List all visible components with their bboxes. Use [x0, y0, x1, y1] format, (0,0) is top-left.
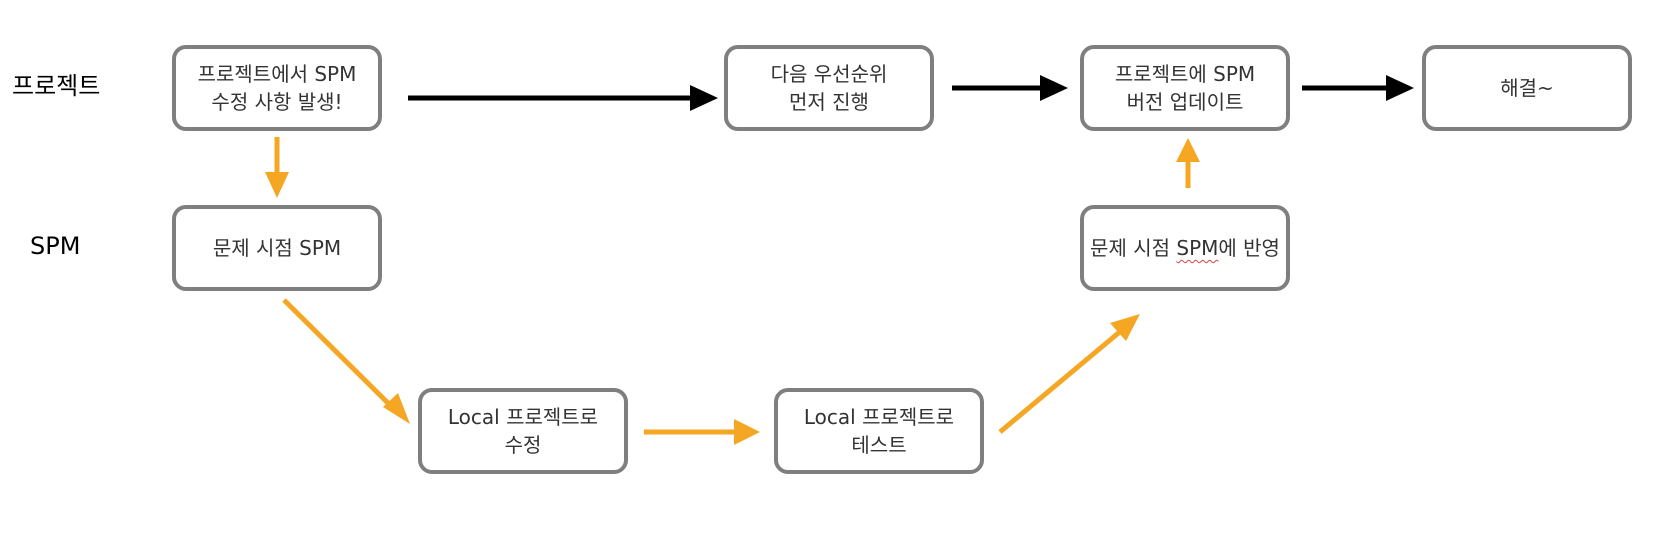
node-label: 해결~ [1500, 76, 1554, 100]
node-resolved: 해결~ [1422, 45, 1632, 131]
node-label: 문제 시점 SPM에 반영 [1090, 234, 1280, 262]
lane-label-project: 프로젝트 [12, 72, 101, 100]
node-update-spm-version: 프로젝트에 SPM 버전 업데이트 [1080, 45, 1290, 131]
node-label: 프로젝트에 SPM 버전 업데이트 [1114, 62, 1256, 114]
arrow-next-to-update [952, 75, 1068, 101]
spellcheck-underlined-word: SPM [1176, 236, 1219, 260]
lane-label-spm: SPM [30, 232, 81, 260]
node-label-suffix: 에 반영 [1218, 236, 1280, 260]
node-spm-change-occurred: 프로젝트에서 SPM 수정 사항 발생! [172, 45, 382, 131]
node-problem-point-spm: 문제 시점 SPM [172, 205, 382, 291]
arrow-local-fix-to-local-test [644, 419, 760, 445]
node-reflect-to-problem-spm: 문제 시점 SPM에 반영 [1080, 205, 1290, 291]
arrow-start-to-next [408, 85, 718, 111]
arrow-update-to-resolved [1302, 75, 1414, 101]
node-local-project-test: Local 프로젝트로 테스트 [774, 388, 984, 474]
node-next-priority-first: 다음 우선순위 먼저 진행 [724, 45, 934, 131]
node-label: 프로젝트에서 SPM 수정 사항 발생! [197, 62, 357, 114]
arrow-start-to-problem [265, 137, 289, 198]
node-label: Local 프로젝트로 테스트 [803, 405, 955, 457]
node-label: Local 프로젝트로 수정 [447, 405, 599, 457]
arrow-reflect-to-update [1176, 138, 1200, 188]
node-local-project-fix: Local 프로젝트로 수정 [418, 388, 628, 474]
node-label: 다음 우선순위 먼저 진행 [770, 62, 888, 114]
arrow-local-test-to-reflect [998, 314, 1140, 434]
arrow-problem-to-local-fix [282, 298, 410, 424]
node-label: 문제 시점 SPM [212, 236, 342, 260]
node-label-prefix: 문제 시점 [1090, 236, 1177, 260]
